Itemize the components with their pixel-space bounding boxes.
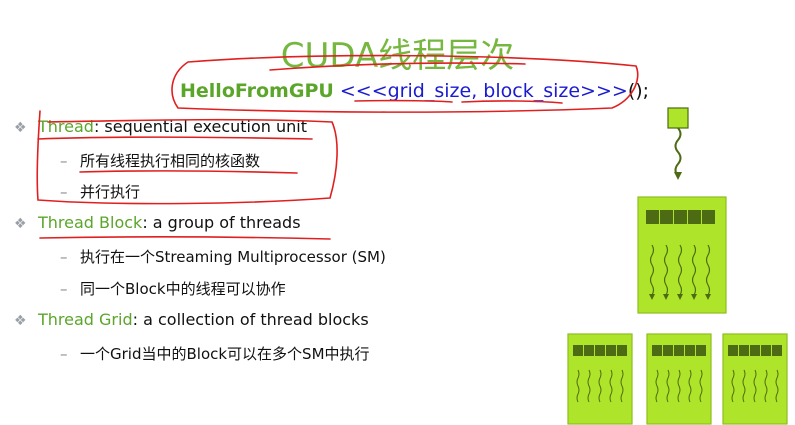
dash-icon: – [60,248,68,266]
arrowhead [677,294,683,300]
arrowhead [691,294,697,300]
dash-icon: – [60,280,68,298]
arrowhead [705,294,711,300]
sub-bullet-text: 同一个Block中的线程可以协作 [80,280,286,298]
sub-bullet-text: 一个Grid当中的Block可以在多个SM中执行 [80,345,370,363]
thread-squiggle [691,244,697,296]
sub-bullet: –一个Grid当中的Block可以在多个SM中执行 [60,343,370,364]
single-thread-square [667,107,689,129]
bullet-text: : a collection of thread blocks [132,310,369,329]
thread-cell [674,210,687,224]
bullet-diamond-icon: ❖ [14,216,27,232]
sub-bullet: –同一个Block中的线程可以协作 [60,278,286,299]
thread-block-large [637,196,727,314]
bullet-thread-block: ❖ Thread Block: a group of threads [14,213,301,232]
thread-squiggle [663,244,669,296]
bullet-diamond-icon: ❖ [14,313,27,329]
thread-cell [702,210,715,224]
thread-squiggle [705,244,711,296]
grid-block-2 [646,333,712,425]
grid-block-1 [567,333,633,425]
single-thread-arrowhead [674,172,682,180]
bullet-diamond-icon: ❖ [14,120,27,136]
dash-icon: – [60,345,68,363]
sub-bullet-text: 执行在一个Streaming Multiprocessor (SM) [80,248,386,266]
grid-block-3 [722,333,788,425]
bullet-term: Thread Grid [38,310,133,329]
bullet-term: Thread Block [38,213,143,232]
thread-grid [567,333,788,425]
arrowhead [663,294,669,300]
arrowhead [649,294,655,300]
bullet-thread-grid: ❖ Thread Grid: a collection of thread blo… [14,310,369,329]
sub-bullet: –执行在一个Streaming Multiprocessor (SM) [60,246,386,267]
thread-squiggle [649,244,655,296]
bullet-text: : a group of threads [142,213,301,232]
thread-cell [688,210,701,224]
thread-squiggle [677,244,683,296]
single-thread-squiggle [674,127,682,177]
thread-cell [660,210,673,224]
thread-cell [646,210,659,224]
